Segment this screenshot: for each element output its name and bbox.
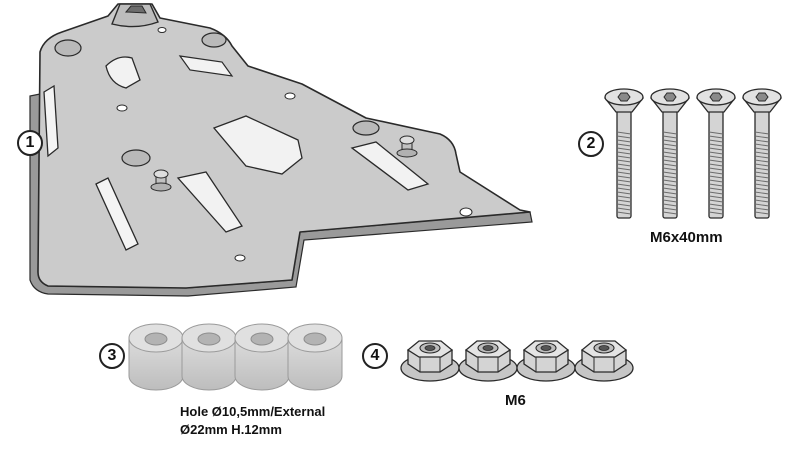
rack-cutout-lower xyxy=(176,171,243,233)
spacer xyxy=(128,323,184,391)
flange-nut xyxy=(458,340,518,382)
spacer-caption-line2: Ø22mm H.12mm xyxy=(180,422,282,437)
screw xyxy=(650,88,690,219)
spacer-caption-line1: Hole Ø10,5mm/External xyxy=(180,404,326,419)
part-number-4: 4 xyxy=(362,343,388,369)
part-number-2: 2 xyxy=(578,131,604,157)
rack-pad xyxy=(201,32,227,48)
rack-tab-slot xyxy=(124,5,147,14)
rack-stud xyxy=(396,135,418,158)
spacer xyxy=(287,323,343,391)
rack-pad xyxy=(54,39,82,57)
rack-hole xyxy=(116,104,128,112)
rack-hole xyxy=(459,207,473,217)
spacer-group xyxy=(128,323,343,391)
rack-hole xyxy=(284,92,296,100)
screw-caption: M6x40mm xyxy=(650,229,723,246)
screw-group xyxy=(604,88,782,219)
rack-pad xyxy=(352,120,380,136)
rack-cutout-upper xyxy=(105,56,141,89)
spacer xyxy=(181,323,237,391)
flange-nut xyxy=(400,340,460,382)
nut-group xyxy=(400,340,634,382)
flange-nut xyxy=(574,340,634,382)
rack-slot-left-lower xyxy=(95,177,139,251)
rack-stud xyxy=(150,169,172,192)
spacer xyxy=(234,323,290,391)
part-number-3: 3 xyxy=(99,343,125,369)
screw xyxy=(696,88,736,219)
rack-hole xyxy=(234,254,246,262)
rack-pad xyxy=(121,149,151,167)
rack-cutout-small xyxy=(178,55,234,77)
nut-caption: M6 xyxy=(505,392,526,409)
rack-hole xyxy=(157,27,167,33)
rack-cutout-right xyxy=(350,141,430,191)
rack-slot-left-upper xyxy=(43,84,59,158)
part-number-1: 1 xyxy=(17,130,43,156)
flange-nut xyxy=(516,340,576,382)
rack-cutout-mid xyxy=(212,115,303,175)
screw xyxy=(742,88,782,219)
screw xyxy=(604,88,644,219)
rack-plate xyxy=(29,3,533,297)
rack-tab xyxy=(111,3,159,28)
